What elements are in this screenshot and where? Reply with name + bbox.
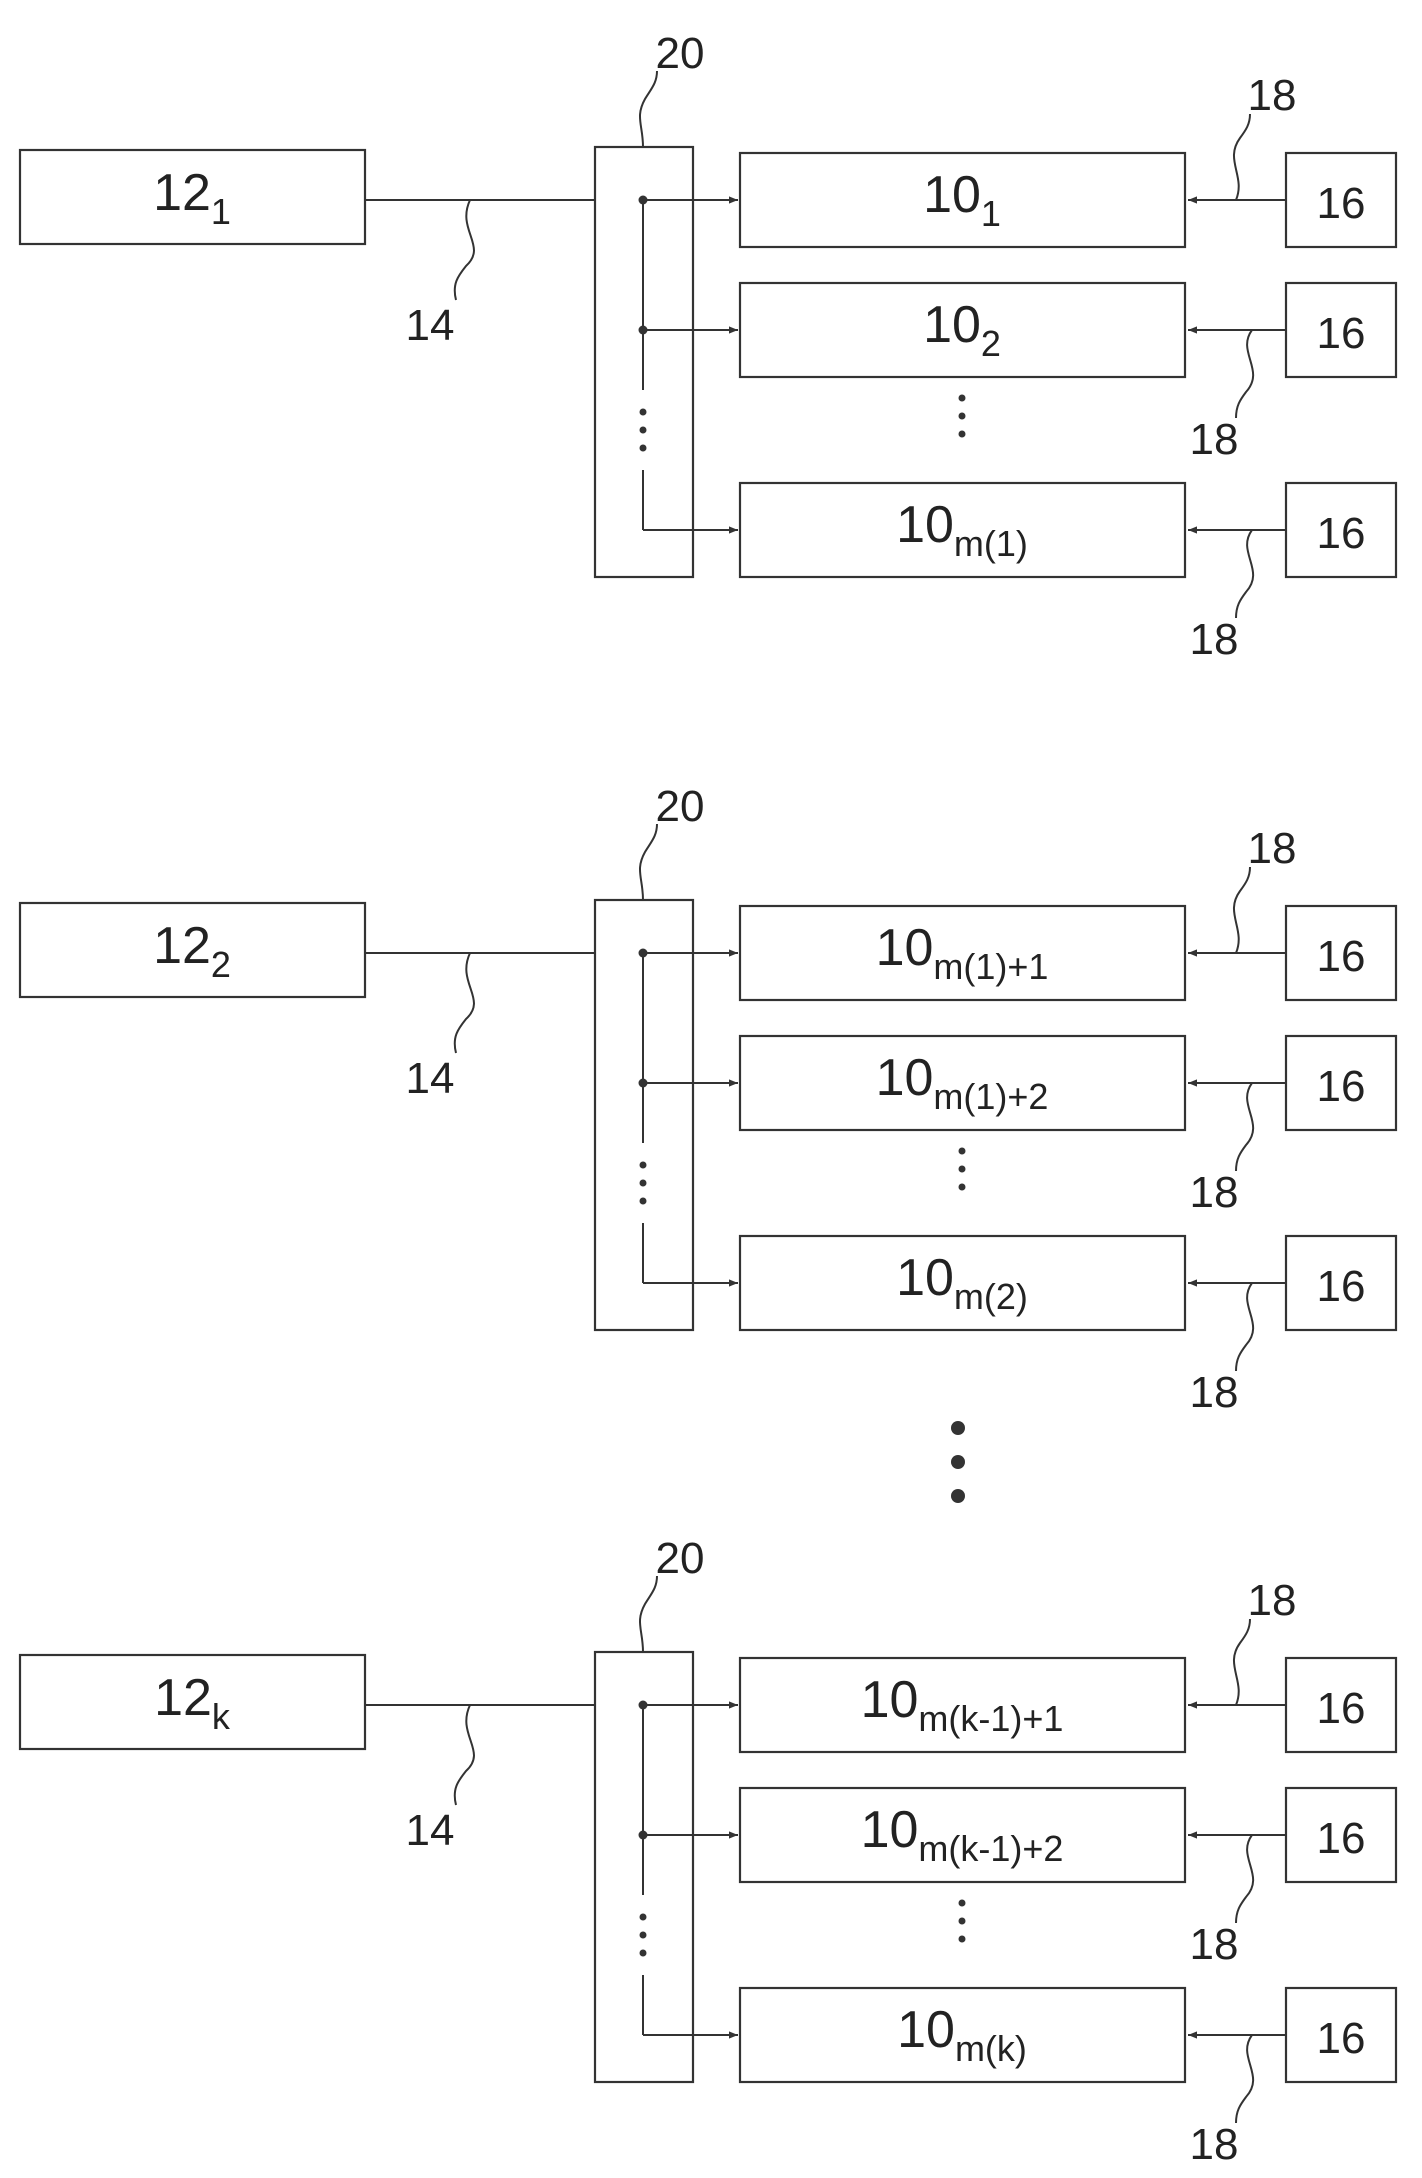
leader-20 (640, 824, 657, 900)
unit-ellipsis-dot (959, 1936, 966, 1943)
unit-label-subscript: 2 (981, 323, 1001, 364)
group-1: 12114201011618102161810m(1)1618 (20, 29, 1396, 664)
source-label-subscript: k (212, 1696, 231, 1737)
source-label-base: 12 (154, 1669, 212, 1727)
unit-label-base: 10 (896, 1249, 954, 1307)
bus-ellipsis-dot (640, 427, 647, 434)
unit-label-subscript: m(k) (955, 2028, 1027, 2069)
splitter-label: 20 (656, 782, 705, 831)
lead-label: 18 (1248, 1576, 1297, 1625)
leader-18 (1236, 2035, 1253, 2123)
sensor-label: 16 (1317, 309, 1366, 358)
unit-label-subscript: m(2) (954, 1276, 1028, 1317)
sensor-label: 16 (1317, 179, 1366, 228)
source-label-base: 12 (153, 917, 211, 975)
unit-ellipsis-dot (959, 395, 966, 402)
unit-label-base: 10 (923, 296, 981, 354)
unit-ellipsis-dot (959, 1184, 966, 1191)
unit-label-base: 10 (896, 496, 954, 554)
unit-label-subscript: m(1) (954, 523, 1028, 564)
leader-18 (1236, 1283, 1253, 1371)
bus-ellipsis-dot (640, 1180, 647, 1187)
line-14-label: 14 (406, 301, 455, 350)
unit-ellipsis-dot (959, 1900, 966, 1907)
bus-ellipsis-dot (640, 445, 647, 452)
lead-label: 18 (1190, 1920, 1239, 1969)
leader-18 (1236, 530, 1253, 618)
lead-label: 18 (1248, 71, 1297, 120)
sensor-label: 16 (1317, 1814, 1366, 1863)
splitter-label: 20 (656, 1534, 705, 1583)
lead-label: 18 (1190, 415, 1239, 464)
unit-label-base: 10 (897, 2001, 955, 2059)
leader-14 (455, 200, 474, 300)
unit-ellipsis-dot (959, 431, 966, 438)
bus-ellipsis-dot (640, 1198, 647, 1205)
unit-ellipsis-dot (959, 1166, 966, 1173)
group-2: 122142010m(1)+1161810m(1)+2161810m(2)161… (20, 782, 1396, 1417)
unit-label-subscript: m(k-1)+2 (918, 1828, 1063, 1869)
leader-18 (1236, 1083, 1253, 1171)
leader-20 (640, 71, 657, 147)
leader-18 (1234, 1619, 1250, 1705)
bus-ellipsis-dot (640, 1950, 647, 1957)
leader-18 (1234, 114, 1250, 200)
unit-label-subscript: m(1)+1 (933, 946, 1048, 987)
unit-label-base: 10 (923, 166, 981, 224)
lead-label: 18 (1248, 824, 1297, 873)
source-label-subscript: 1 (211, 191, 231, 232)
group-3: 12k142010m(k-1)+1161810m(k-1)+2161810m(k… (20, 1534, 1396, 2169)
unit-ellipsis-dot (959, 1148, 966, 1155)
source-label-subscript: 2 (211, 944, 231, 985)
lead-label: 18 (1190, 2120, 1239, 2169)
bus-ellipsis-dot (640, 1932, 647, 1939)
leader-20 (640, 1576, 657, 1652)
line-14-label: 14 (406, 1054, 455, 1103)
sensor-label: 16 (1317, 2014, 1366, 2063)
bus-ellipsis-dot (640, 1162, 647, 1169)
group-ellipsis (951, 1421, 965, 1503)
line-14-label: 14 (406, 1806, 455, 1855)
lead-label: 18 (1190, 1168, 1239, 1217)
leader-14 (455, 1705, 474, 1805)
sensor-label: 16 (1317, 1262, 1366, 1311)
leader-18 (1236, 330, 1253, 418)
sensor-label: 16 (1317, 1684, 1366, 1733)
unit-label-subscript: 1 (981, 193, 1001, 234)
splitter-label: 20 (656, 29, 705, 78)
unit-label-base: 10 (861, 1801, 919, 1859)
source-label-base: 12 (153, 164, 211, 222)
unit-label-base: 10 (861, 1671, 919, 1729)
lead-label: 18 (1190, 1368, 1239, 1417)
sensor-label: 16 (1317, 509, 1366, 558)
unit-label-base: 10 (876, 1049, 934, 1107)
leader-18 (1236, 1835, 1253, 1923)
sensor-label: 16 (1317, 1062, 1366, 1111)
leader-18 (1234, 867, 1250, 953)
unit-label-subscript: m(k-1)+1 (918, 1698, 1063, 1739)
lead-label: 18 (1190, 615, 1239, 664)
bus-ellipsis-dot (640, 1914, 647, 1921)
unit-ellipsis-dot (959, 1918, 966, 1925)
unit-label-base: 10 (876, 919, 934, 977)
leader-14 (455, 953, 474, 1053)
unit-ellipsis-dot (959, 413, 966, 420)
bus-ellipsis-dot (640, 409, 647, 416)
sensor-label: 16 (1317, 932, 1366, 981)
unit-label-subscript: m(1)+2 (933, 1076, 1048, 1117)
